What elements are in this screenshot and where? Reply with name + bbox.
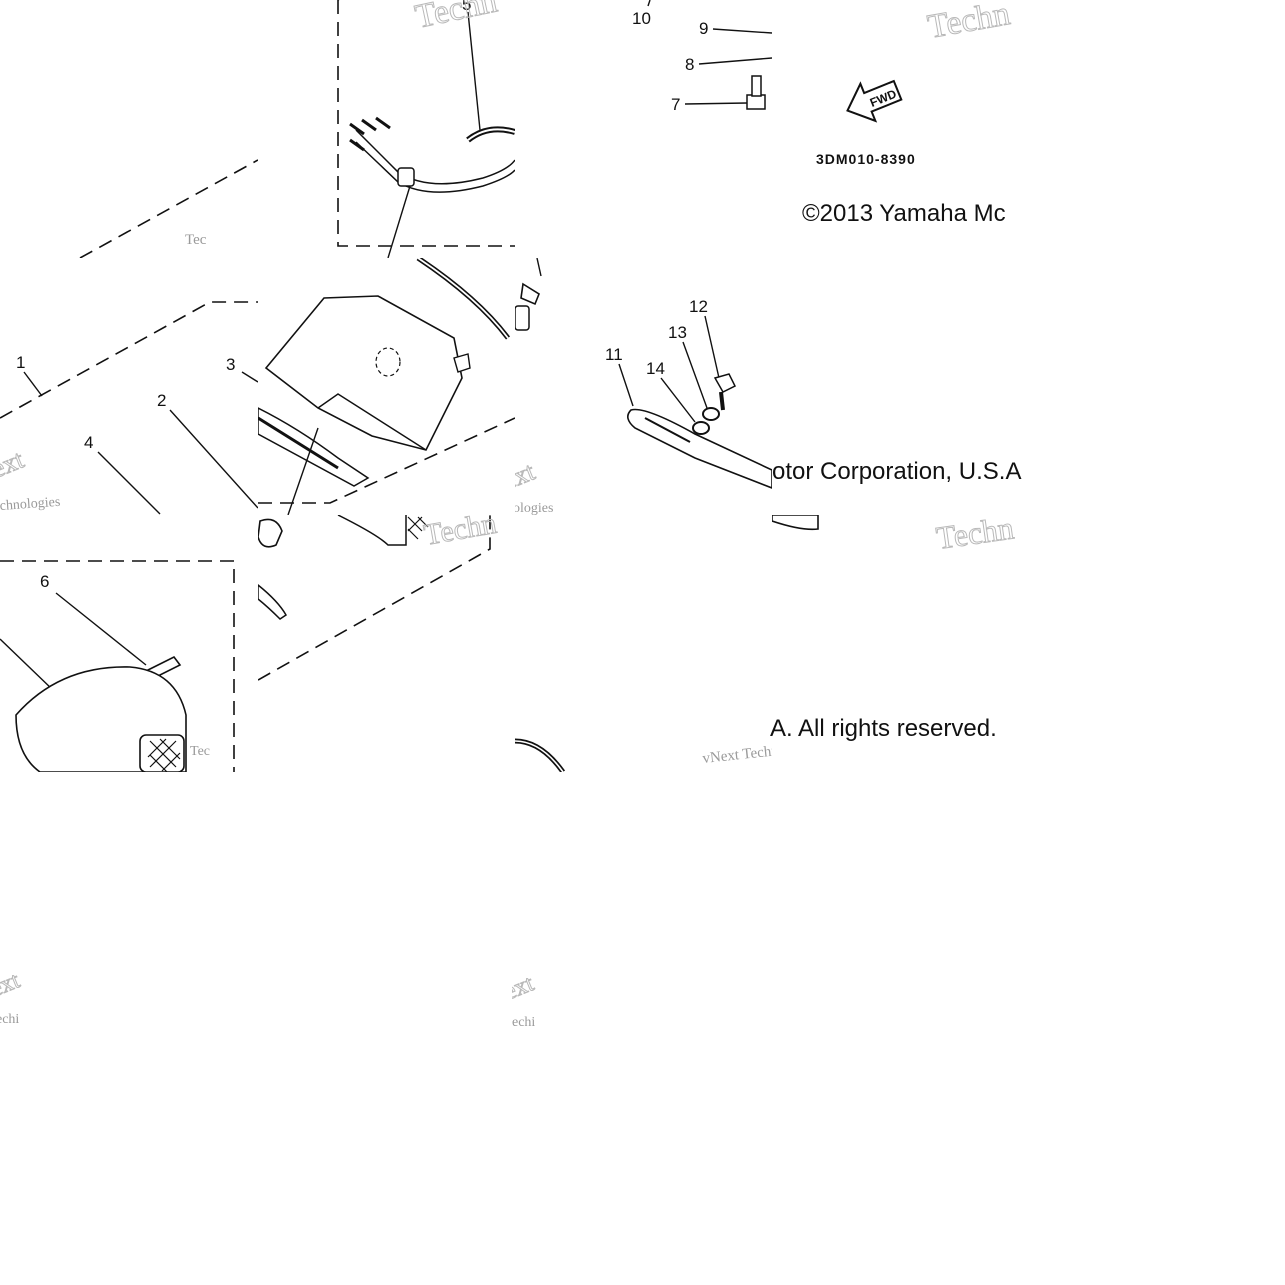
callout-6: 6 (40, 572, 49, 591)
watermark-text: ext (0, 975, 24, 1003)
copyright-line-2: A. All rights reserved. (770, 715, 997, 742)
callout-10: 10 (632, 9, 651, 28)
watermark-text: ext (0, 444, 28, 483)
diagram-tile-f (258, 258, 515, 515)
watermark-text: ext (515, 456, 539, 495)
diagram-tile-e: 1 2 3 4 ext chnologies (0, 258, 258, 515)
tile-j-drawing: Techn (258, 515, 499, 681)
watermark-text: chnologies (0, 495, 61, 514)
watermark-text: echi (0, 1012, 19, 1027)
tile-e-drawing: 1 2 3 4 ext chnologies (0, 301, 258, 515)
diagram-tile-k: vNext Technologies (515, 515, 772, 772)
tile-n-drawing: ext echi (512, 978, 538, 1030)
diagram-tile-m: ext echi (0, 975, 40, 1035)
tile-k-drawing: vNext Technologies (515, 738, 772, 772)
callout-7: 7 (671, 95, 680, 114)
callout-2: 2 (157, 391, 166, 410)
diagram-tile-a: Tec (0, 0, 258, 258)
tile-g-drawing: ext ologies 12 13 14 11 (515, 258, 772, 515)
diagram-tile-d: FWD Techn (772, 0, 1029, 258)
tile-l-drawing: Techn (772, 515, 1016, 556)
callout-14: 14 (646, 359, 665, 378)
watermark-brand: Techn (421, 515, 498, 552)
tile-b-drawing: 5 Techn (337, 0, 515, 258)
tile-d-drawing: FWD Techn (846, 0, 1013, 123)
watermark-brand: Techn (934, 515, 1016, 556)
diagram-tile-i: 6 Tec (0, 515, 258, 772)
callout-9: 9 (699, 19, 708, 38)
watermark-text: ext (512, 978, 538, 1006)
diagram-tile-n: ext echi (512, 978, 552, 1038)
watermark-text: vNext Technologies (702, 739, 772, 767)
diagram-tile-j: Techn (258, 515, 515, 772)
tile-c-drawing: 10 9 8 7 (632, 0, 772, 114)
watermark-text: Tec (190, 744, 210, 759)
tile-i-drawing: 6 Tec (0, 560, 235, 772)
callout-4: 4 (84, 433, 93, 452)
diagram-tile-b: 5 Techn (258, 0, 515, 258)
diagram-tile-h (772, 258, 1029, 515)
copyright-line-1b: otor Corporation, U.S.A (772, 458, 1022, 485)
tile-f-drawing (258, 258, 515, 515)
watermark-text: echi (512, 1015, 535, 1030)
callout-13: 13 (668, 323, 687, 342)
tile-a-drawing: Tec (79, 159, 258, 258)
watermark-brand: Techn (925, 0, 1013, 46)
watermark-text: Tec (185, 232, 207, 248)
callout-1: 1 (16, 353, 25, 372)
callout-12: 12 (689, 297, 708, 316)
diagram-tile-c: 10 9 8 7 (515, 0, 772, 258)
watermark-brand: Techn (412, 0, 500, 36)
diagram-tile-g: ext ologies 12 13 14 11 (515, 258, 772, 515)
callout-11: 11 (605, 345, 623, 364)
diagram-tile-l: Techn (772, 515, 1029, 772)
watermark-text: ologies (515, 501, 553, 515)
tile-m-drawing: ext echi (0, 975, 24, 1027)
part-code: 3DM010-8390 (816, 151, 916, 167)
copyright-line-1a: ©2013 Yamaha Mc (802, 200, 1006, 227)
callout-3: 3 (226, 355, 235, 374)
callout-5: 5 (462, 0, 471, 14)
fwd-arrow-icon: FWD (846, 79, 903, 123)
callout-8: 8 (685, 55, 694, 74)
